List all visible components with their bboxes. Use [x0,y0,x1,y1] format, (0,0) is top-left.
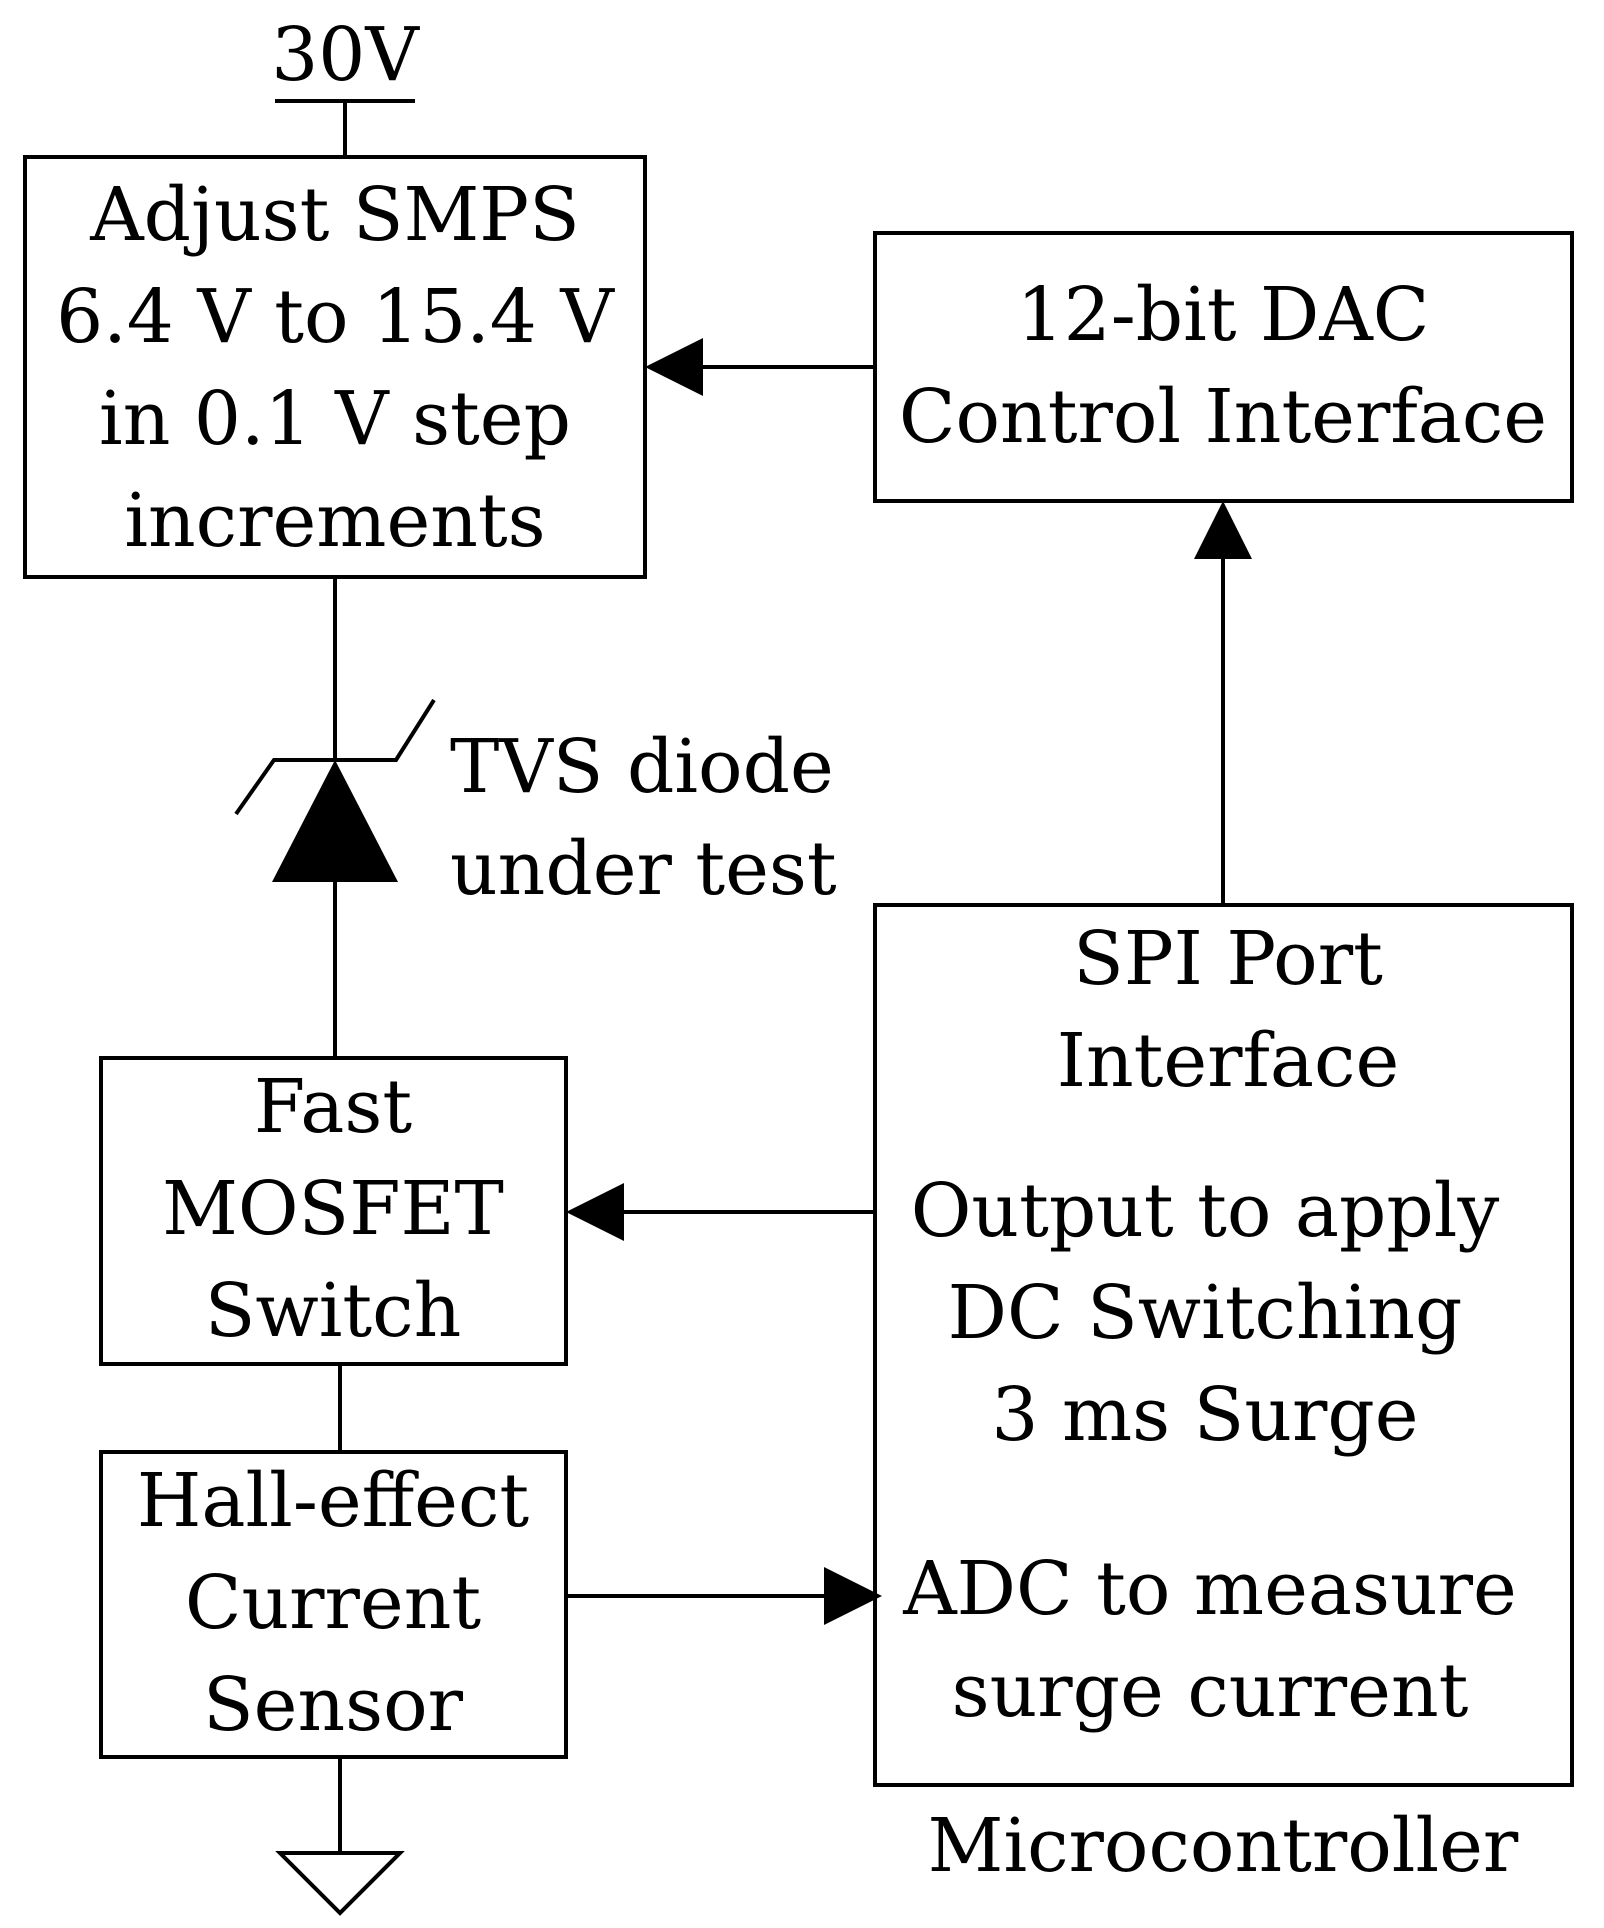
mcu-to-mosfet-arrowhead [566,1183,624,1241]
spi-line-2: Interface [1057,1018,1400,1104]
mosfet-box [99,1056,568,1366]
tvs-label-line-1: TVS diode [450,724,834,810]
smps-block: Adjust SMPS 6.4 V to 15.4 V in 0.1 V ste… [23,155,647,579]
smps-line-4: increments [124,478,545,564]
mosfet-line-2: MOSFET [162,1166,504,1252]
sensor-line-3: Sensor [203,1662,464,1748]
smps-line-2: 6.4 V to 15.4 V [56,274,615,360]
spi-to-dac-arrow [1194,501,1252,905]
dac-to-smps-arrowhead [645,338,703,396]
mosfet-line-3: Switch [205,1268,462,1354]
sensor-to-adc-arrowhead [824,1567,882,1625]
ground-symbol [275,1757,405,1916]
microcontroller-caption: Microcontroller [928,1803,1519,1889]
supply-terminal: 30V [271,12,420,157]
tvs-diode-bar [234,698,436,816]
tvs-label-line-2: under test [450,826,837,912]
ground-triangle [275,1851,405,1916]
dac-line-1: 12-bit DAC [1017,272,1430,358]
dac-to-smps-arrow [645,338,875,396]
tvs-diode-triangle [272,760,398,882]
microcontroller-block: SPI Port Interface Output to apply DC Sw… [873,903,1574,1889]
sensor-line-1: Hall-effect [137,1458,530,1544]
sensor-line-2: Current [185,1560,481,1646]
smps-line-1: Adjust SMPS [89,172,580,258]
tvs-diode-symbol: TVS diode under test [234,698,837,912]
smps-line-3: in 0.1 V step [99,376,571,462]
spi-to-dac-arrowhead [1194,501,1252,559]
sensor-box [99,1450,568,1759]
output-line-1: Output to apply [911,1168,1500,1254]
mosfet-line-1: Fast [254,1064,412,1150]
dac-block: 12-bit DAC Control Interface [873,231,1574,503]
sensor-to-adc-arrow [566,1567,882,1625]
mosfet-block: Fast MOSFET Switch [99,1056,568,1366]
microcontroller-box [873,903,1574,1787]
adc-line-1: ADC to measure [902,1546,1517,1632]
adc-line-2: surge current [952,1648,1469,1734]
output-line-3: 3 ms Surge [991,1372,1418,1458]
output-line-2: DC Switching [948,1270,1463,1356]
supply-label: 30V [271,12,420,98]
spi-line-1: SPI Port [1073,916,1383,1002]
sensor-block: Hall-effect Current Sensor [99,1450,568,1759]
dac-line-2: Control Interface [899,374,1547,460]
mcu-to-mosfet-arrow [566,1183,875,1241]
